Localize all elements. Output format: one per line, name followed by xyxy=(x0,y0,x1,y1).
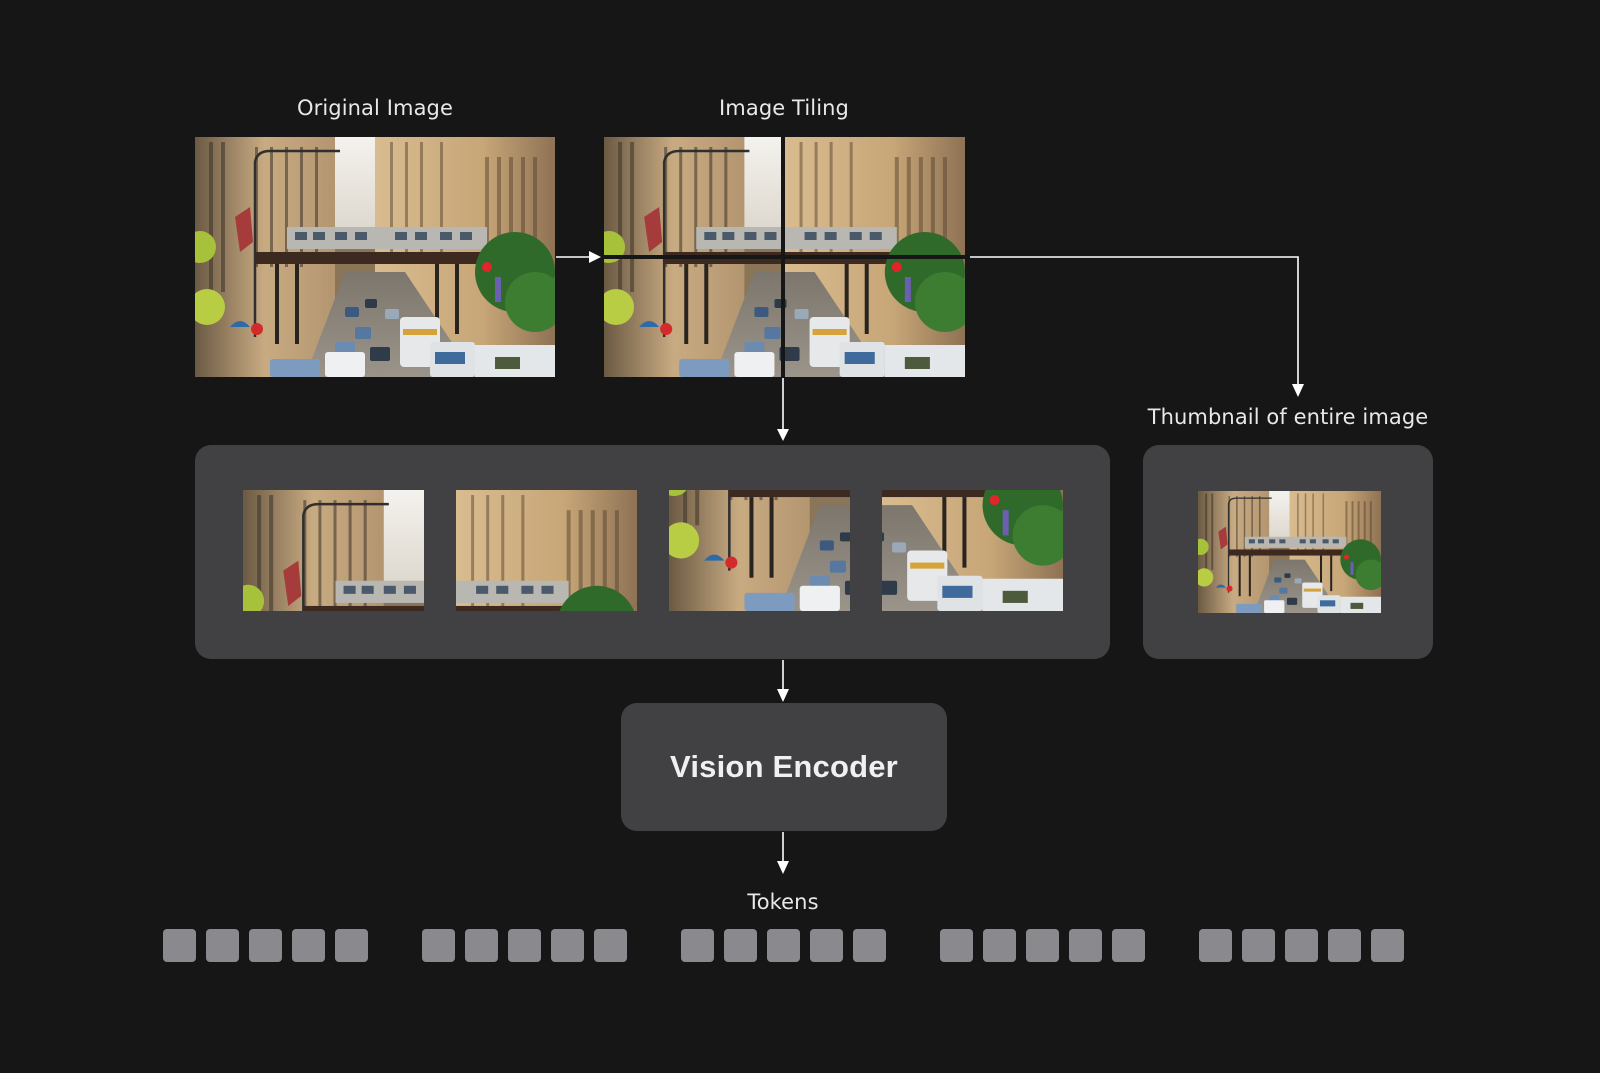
token xyxy=(163,929,196,962)
tile-bottom-right xyxy=(882,490,1063,611)
token xyxy=(465,929,498,962)
token xyxy=(983,929,1016,962)
token xyxy=(1242,929,1275,962)
tile-top-left xyxy=(243,490,424,611)
token xyxy=(206,929,239,962)
token xyxy=(1069,929,1102,962)
token xyxy=(1112,929,1145,962)
arrow-down-icon xyxy=(777,378,789,441)
thumbnail-image xyxy=(1198,491,1381,613)
token xyxy=(1328,929,1361,962)
token xyxy=(681,929,714,962)
token xyxy=(335,929,368,962)
original-image-label: Original Image xyxy=(296,96,454,120)
token xyxy=(1199,929,1232,962)
token xyxy=(508,929,541,962)
token xyxy=(1371,929,1404,962)
arrow-elbow-icon xyxy=(970,256,1304,397)
tile-divider-horizontal xyxy=(604,255,965,259)
thumbnail-panel xyxy=(1143,445,1433,659)
token xyxy=(249,929,282,962)
thumbnail-label: Thumbnail of entire image xyxy=(1147,405,1429,429)
tokens-label: Tokens xyxy=(747,890,819,914)
token xyxy=(422,929,455,962)
arrow-right-icon xyxy=(556,251,601,263)
tiles-panel xyxy=(195,445,1110,659)
vision-encoder-box: Vision Encoder xyxy=(621,703,947,831)
vision-encoder-label: Vision Encoder xyxy=(670,749,898,784)
token xyxy=(940,929,973,962)
token xyxy=(551,929,584,962)
original-image xyxy=(195,137,555,377)
image-tiling-label: Image Tiling xyxy=(719,96,849,120)
tile-top-right xyxy=(456,490,637,611)
tiled-image xyxy=(604,137,965,377)
token xyxy=(767,929,800,962)
token xyxy=(1285,929,1318,962)
token xyxy=(724,929,757,962)
token xyxy=(1026,929,1059,962)
arrow-down-icon xyxy=(777,660,789,702)
token xyxy=(594,929,627,962)
token xyxy=(292,929,325,962)
token xyxy=(810,929,843,962)
tile-bottom-left xyxy=(669,490,850,611)
arrow-down-icon xyxy=(777,832,789,874)
token xyxy=(853,929,886,962)
